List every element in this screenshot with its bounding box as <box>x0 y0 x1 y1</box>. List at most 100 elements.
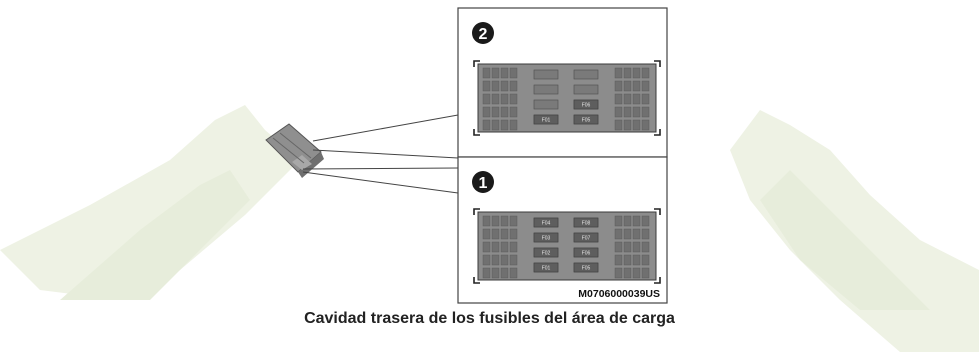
fuse-slot <box>533 84 559 95</box>
relay-slot-left <box>509 119 518 131</box>
relay-slot-right <box>623 67 632 79</box>
relay-slot-left <box>509 67 518 79</box>
relay-slot-left <box>500 228 509 240</box>
relay-slot-right <box>632 119 641 131</box>
relay-slot-left <box>500 254 509 266</box>
panel-corner-bracket <box>473 60 480 67</box>
image-code: M0706000039US <box>578 288 660 300</box>
relay-slot-left <box>509 93 518 105</box>
relay-slot-right <box>623 215 632 227</box>
fuse-cell <box>533 232 559 243</box>
relay-slot-right <box>641 254 650 266</box>
fuse-label-f01: F01 <box>542 118 551 124</box>
fuse-box-component <box>265 123 324 178</box>
fuse-label-f03: F03 <box>542 236 551 242</box>
relay-slot-left <box>500 67 509 79</box>
fuse-label-f08: F08 <box>582 221 591 227</box>
relay-slot-right <box>614 67 623 79</box>
fuse-label-f05: F05 <box>582 266 591 272</box>
relay-slot-right <box>632 228 641 240</box>
relay-slot-left <box>482 119 491 131</box>
relay-slot-left <box>509 106 518 118</box>
relay-slot-right <box>641 67 650 79</box>
relay-slot-left <box>482 228 491 240</box>
relay-slot-right <box>614 106 623 118</box>
relay-slot-left <box>482 80 491 92</box>
relay-slot-right <box>632 106 641 118</box>
panel-corner-bracket <box>654 129 661 136</box>
relay-slot-left <box>491 215 500 227</box>
relay-slot-right <box>614 93 623 105</box>
fuse-slot <box>573 84 599 95</box>
fuse-cell <box>533 217 559 228</box>
relay-slot-left <box>500 93 509 105</box>
relay-slot-left <box>509 241 518 253</box>
relay-slot-right <box>623 119 632 131</box>
mountain-watermark-left <box>0 105 300 300</box>
panel-corner-bracket <box>654 60 661 67</box>
fuse-slot <box>573 69 599 80</box>
panel-corner-bracket <box>654 208 661 215</box>
panel-corner-bracket <box>473 277 480 284</box>
relay-slot-left <box>491 254 500 266</box>
relay-slot-left <box>500 215 509 227</box>
relay-slot-left <box>500 106 509 118</box>
callout-number-1: 1 <box>479 175 488 192</box>
relay-slot-right <box>641 241 650 253</box>
fuse-label-f05: F05 <box>582 118 591 124</box>
callout-number-2: 2 <box>479 26 488 43</box>
fuse-label-f07: F07 <box>582 236 591 242</box>
relay-slot-left <box>491 80 500 92</box>
callout-number-1-badge <box>472 171 494 193</box>
fuse-label-f06: F06 <box>582 251 591 257</box>
relay-slot-left <box>482 267 491 279</box>
panel-corner-bracket <box>654 277 661 284</box>
relay-slot-right <box>641 119 650 131</box>
fuse-label-f06: F06 <box>582 103 591 109</box>
relay-slot-left <box>482 93 491 105</box>
relay-slot-left <box>500 241 509 253</box>
mountain-watermark-right <box>730 110 979 352</box>
fuse-label-f04: F04 <box>542 221 551 227</box>
relay-slot-right <box>641 80 650 92</box>
relay-slot-left <box>500 267 509 279</box>
relay-slot-right <box>632 215 641 227</box>
fuse-label-f02: F02 <box>542 251 551 257</box>
relay-slot-left <box>509 228 518 240</box>
fuse-cell <box>573 262 599 273</box>
panel-corner-bracket <box>473 129 480 136</box>
relay-slot-right <box>623 254 632 266</box>
relay-slot-left <box>482 215 491 227</box>
relay-slot-right <box>614 80 623 92</box>
relay-slot-right <box>641 228 650 240</box>
relay-slot-right <box>641 215 650 227</box>
relay-slot-right <box>614 228 623 240</box>
relay-slot-left <box>482 241 491 253</box>
relay-slot-right <box>614 241 623 253</box>
relay-slot-right <box>623 93 632 105</box>
relay-slot-right <box>614 119 623 131</box>
relay-slot-left <box>491 119 500 131</box>
fuse-cell <box>573 232 599 243</box>
fuse-cell <box>533 262 559 273</box>
fuse-cell <box>573 247 599 258</box>
relay-slot-left <box>509 267 518 279</box>
relay-slot-right <box>623 241 632 253</box>
fuse-cell <box>573 114 599 125</box>
fuse-cell <box>533 114 559 125</box>
fuse-label-f01: F01 <box>542 266 551 272</box>
relay-slot-left <box>491 106 500 118</box>
relay-slot-left <box>500 119 509 131</box>
fuse-slot <box>533 69 559 80</box>
relay-slot-right <box>623 267 632 279</box>
callout-number-2-badge <box>472 22 494 44</box>
fuse-cell <box>573 99 599 110</box>
fuse-slot <box>533 99 559 110</box>
relay-slot-right <box>632 267 641 279</box>
relay-slot-left <box>491 267 500 279</box>
relay-slot-left <box>509 254 518 266</box>
panel-corner-bracket <box>473 208 480 215</box>
leader-lines <box>302 114 459 194</box>
